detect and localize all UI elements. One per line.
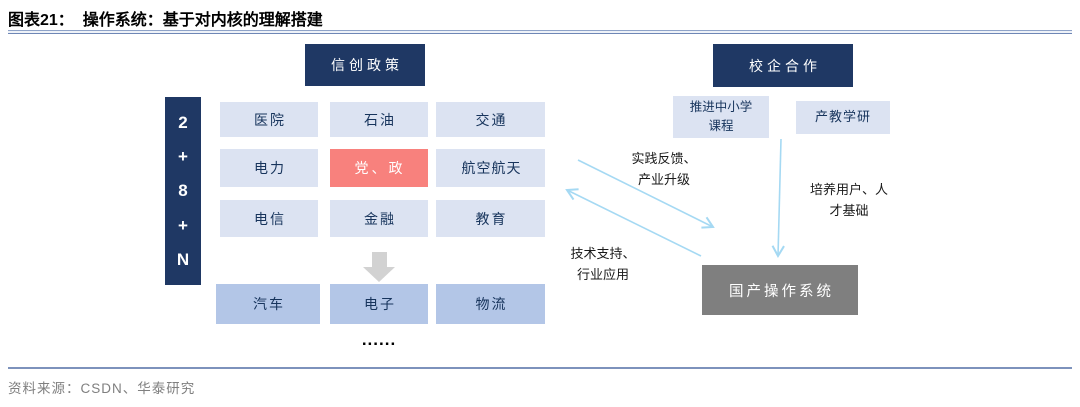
sector-count-bar: 2 + 8 + N [165,97,201,285]
bar-char: N [176,249,190,269]
bar-char: + [178,215,188,235]
arrow-talent-down [771,138,785,259]
label-tech-support: 技术支持、 行业应用 [570,246,636,283]
sector-cell-power: 电力 [220,149,318,187]
sector-cell-telecom: 电信 [220,200,318,237]
expand-down-arrow-icon [363,252,395,282]
more-sectors-ellipsis: ...... [361,330,397,349]
bar-char: 8 [178,181,188,201]
sector-cell-hospital: 医院 [220,102,318,137]
sector-cell-petroleum: 石油 [330,102,428,137]
bar-char: + [178,147,188,167]
title-divider [8,30,1072,34]
label-cultivate-users: 培养用户、人 才基础 [809,182,888,219]
sector-cell-automotive: 汽车 [216,284,320,324]
domestic-os-box: 国产操作系统 [702,265,858,315]
edu-box-k12-courses: 推进中小学 课程 [673,96,769,138]
footer-divider [8,367,1072,369]
edu-box-industry-research: 产教学研 [796,101,890,134]
sector-cell-party-gov-highlight: 党、政 [330,149,428,187]
edu-box-line: 课程 [708,119,734,133]
label-practice-feedback: 实践反馈、 产业升级 [631,151,697,188]
sector-cell-transport: 交通 [436,102,545,137]
source-note: 资料来源：CSDN、华泰研究 [8,381,196,396]
policy-header-box: 信创政策 [305,44,425,86]
sector-cell-aerospace: 航空航天 [436,149,545,187]
cooperation-header-box: 校企合作 [713,44,853,87]
sector-cell-logistics: 物流 [436,284,545,324]
sector-cell-electronics: 电子 [330,284,428,324]
bar-char: 2 [178,113,188,133]
sector-cell-education: 教育 [436,200,545,237]
sector-cell-finance: 金融 [330,200,428,237]
edu-box-line: 推进中小学 [689,99,753,114]
figure-title: 图表21： 操作系统：基于对内核的理解搭建 [8,12,323,29]
